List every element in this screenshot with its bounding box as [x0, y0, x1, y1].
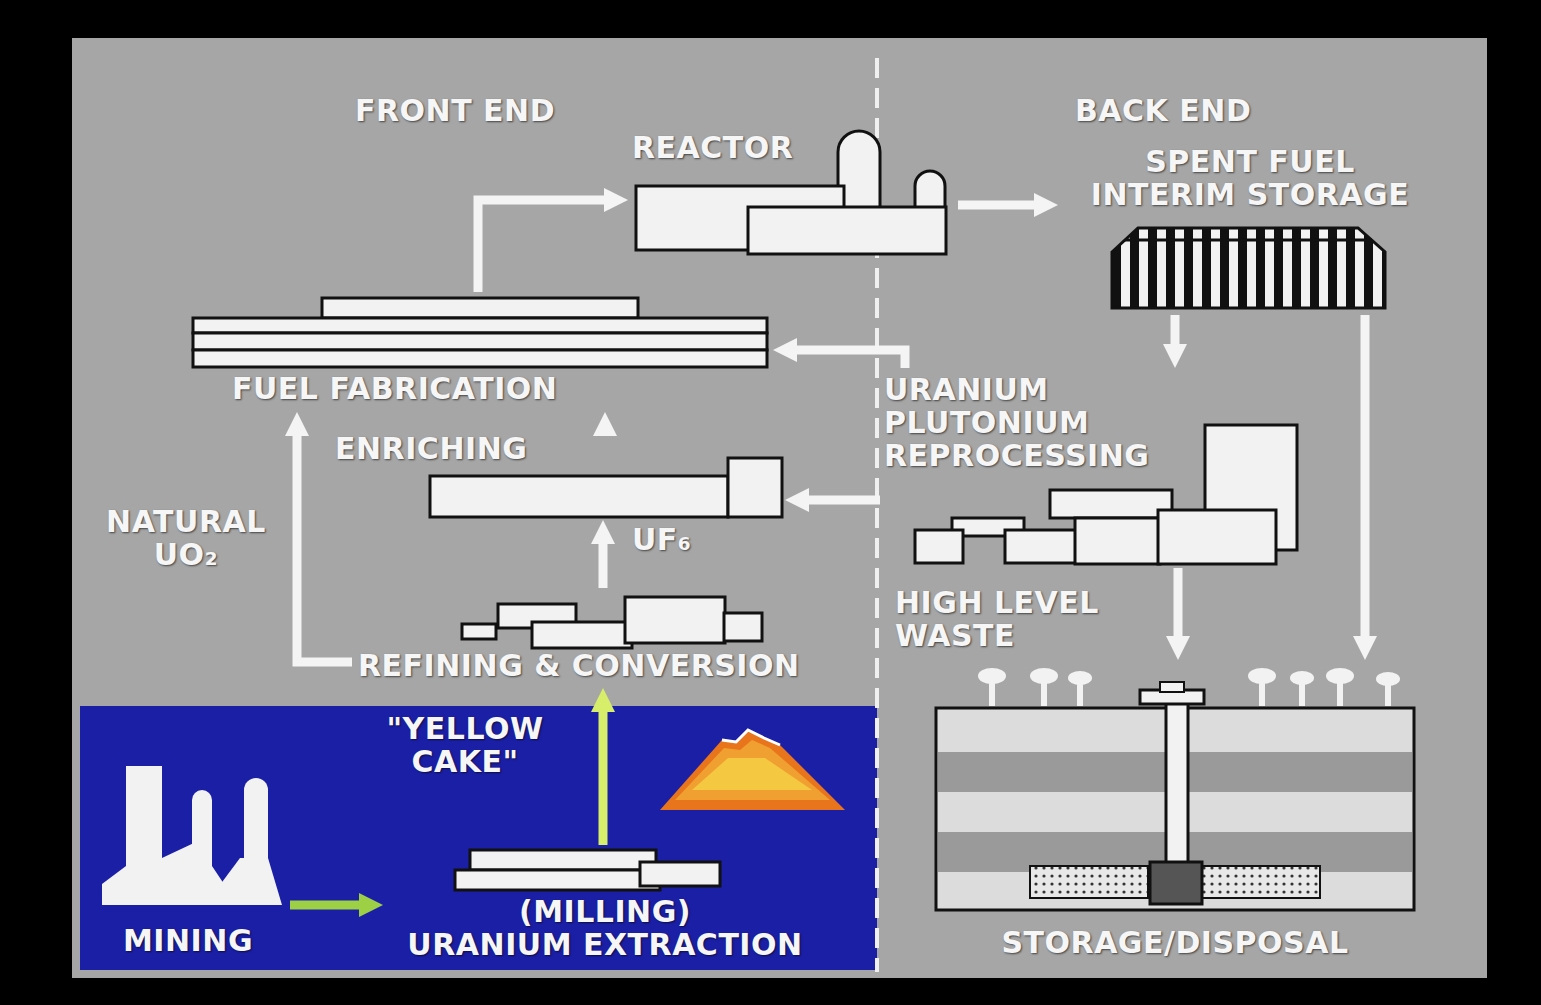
repository-icon-part	[1150, 862, 1202, 904]
flow-arrow	[478, 200, 614, 292]
mining-stage: MINING	[95, 760, 290, 965]
slide-ground	[72, 38, 1487, 978]
mill-icon-part	[640, 862, 720, 886]
flow-arrow	[799, 496, 880, 505]
stage-label: SPENT FUEL INTERIM STORAGE	[1080, 145, 1420, 211]
reprocessing-plant-icon-part	[1050, 490, 1172, 518]
storage-shed-icon	[1112, 228, 1385, 308]
disposal-stage: STORAGE/DISPOSAL	[930, 660, 1420, 965]
tree-icons-part	[1041, 680, 1047, 706]
flow-arrow	[599, 702, 608, 845]
repository-icon-part	[1200, 866, 1320, 898]
stage-label: URANIUM EXTRACTION	[407, 928, 802, 961]
fuel-assembly-icon-part	[193, 350, 767, 367]
yellowcake-pile-icon-part	[675, 740, 830, 800]
conversion-plant-icon	[462, 597, 762, 648]
stage-label: ENRICHING	[335, 432, 527, 465]
fabrication-stage: FUEL FABRICATION	[188, 292, 773, 412]
flow-arrow	[599, 534, 608, 588]
stage-label: FUEL FABRICATION	[232, 372, 557, 405]
mill-icon	[455, 850, 720, 890]
enrichment-plant-icon-part	[728, 458, 782, 517]
mine-headframe-icon-part	[205, 858, 282, 905]
mine-headframe-icon-part	[102, 766, 238, 905]
milling-stage: (MILLING)URANIUM EXTRACTION	[383, 845, 828, 965]
section-heading: BACK END	[1075, 94, 1251, 127]
tree-icons-part	[1385, 682, 1391, 706]
repository-icon-part	[1160, 682, 1184, 692]
repository-icon-part	[1030, 866, 1148, 898]
flow-label: "YELLOW CAKE"	[386, 712, 543, 778]
reprocessing-plant-icon-part	[1075, 518, 1160, 564]
flow-label: UF₆	[632, 523, 692, 556]
stage-label: MINING	[123, 924, 253, 957]
reprocessing-plant-icon-part	[1158, 510, 1276, 564]
yellowcake-pile-icon-part	[722, 730, 780, 745]
flow-arrow	[1174, 568, 1183, 646]
conversion-plant-icon-part	[462, 624, 496, 639]
reactor-stage: REACTOR	[628, 125, 958, 260]
tree-icons-part	[1337, 680, 1343, 706]
yellowcake-pile-icon	[660, 730, 845, 810]
tree-icons-part	[1259, 680, 1265, 706]
interim-storage-stage: SPENT FUEL INTERIM STORAGE	[1058, 140, 1443, 315]
fuel-assembly-icon-part	[322, 298, 638, 318]
flow-arrow	[290, 901, 369, 910]
mine-headframe-icon-part	[192, 790, 212, 880]
conversion-plant-icon-part	[724, 613, 762, 641]
tree-icons-part	[989, 680, 995, 706]
enrichment-plant-icon	[430, 458, 782, 517]
mill-icon-part	[470, 850, 656, 870]
yellowcake-pile-icon-part	[660, 730, 845, 810]
flow-arrow	[601, 426, 610, 428]
yellowcake-pile-icon-part	[692, 758, 812, 790]
repository-icon	[936, 682, 1414, 910]
tree-icons	[978, 668, 1400, 706]
reactor-icon-part	[748, 207, 946, 254]
conversion-stage: REFINING & CONVERSION	[352, 588, 857, 688]
flow-arrow	[958, 201, 1044, 210]
flow-label: HIGH LEVEL WASTE	[895, 586, 1145, 652]
reprocessing-plant-icon-part	[915, 530, 963, 563]
section-heading: FRONT END	[355, 94, 555, 127]
storage-shed-icon-part	[1112, 228, 1385, 308]
conversion-plant-icon-part	[532, 622, 632, 648]
enrichment-plant-icon-part	[430, 476, 728, 517]
tree-icons-part	[1077, 681, 1083, 706]
reprocessing-stage: URANIUM PLUTONIUM REPROCESSING	[880, 368, 1300, 568]
storage-shed-icon-part	[1125, 239, 1372, 242]
flow-arrow	[1361, 315, 1370, 646]
enrichment-stage: ENRICHING	[330, 428, 785, 520]
flow-arrow	[787, 350, 905, 368]
stage-label: STORAGE/DISPOSAL	[1001, 926, 1348, 959]
flow-arrow	[1171, 315, 1180, 354]
front-end-panel	[80, 706, 877, 970]
stage-label: URANIUM PLUTONIUM REPROCESSING	[884, 373, 1149, 472]
fuel-assembly-icon-part	[193, 318, 767, 333]
stage-label: (MILLING)	[519, 895, 691, 928]
tree-icons-part	[1299, 681, 1305, 706]
reprocessing-plant-icon-part	[1005, 530, 1080, 563]
fuel-assembly-icon-part	[193, 333, 767, 350]
stage-label: REACTOR	[632, 131, 793, 164]
mine-headframe-icon	[102, 766, 282, 905]
flow-label: NATURAL UO₂	[106, 505, 266, 571]
repository-icon-part	[1166, 700, 1188, 868]
stage-label: REFINING & CONVERSION	[358, 649, 800, 682]
fuel-assembly-icon	[193, 298, 767, 367]
conversion-plant-icon-part	[625, 597, 725, 643]
mill-icon-part	[455, 870, 660, 890]
